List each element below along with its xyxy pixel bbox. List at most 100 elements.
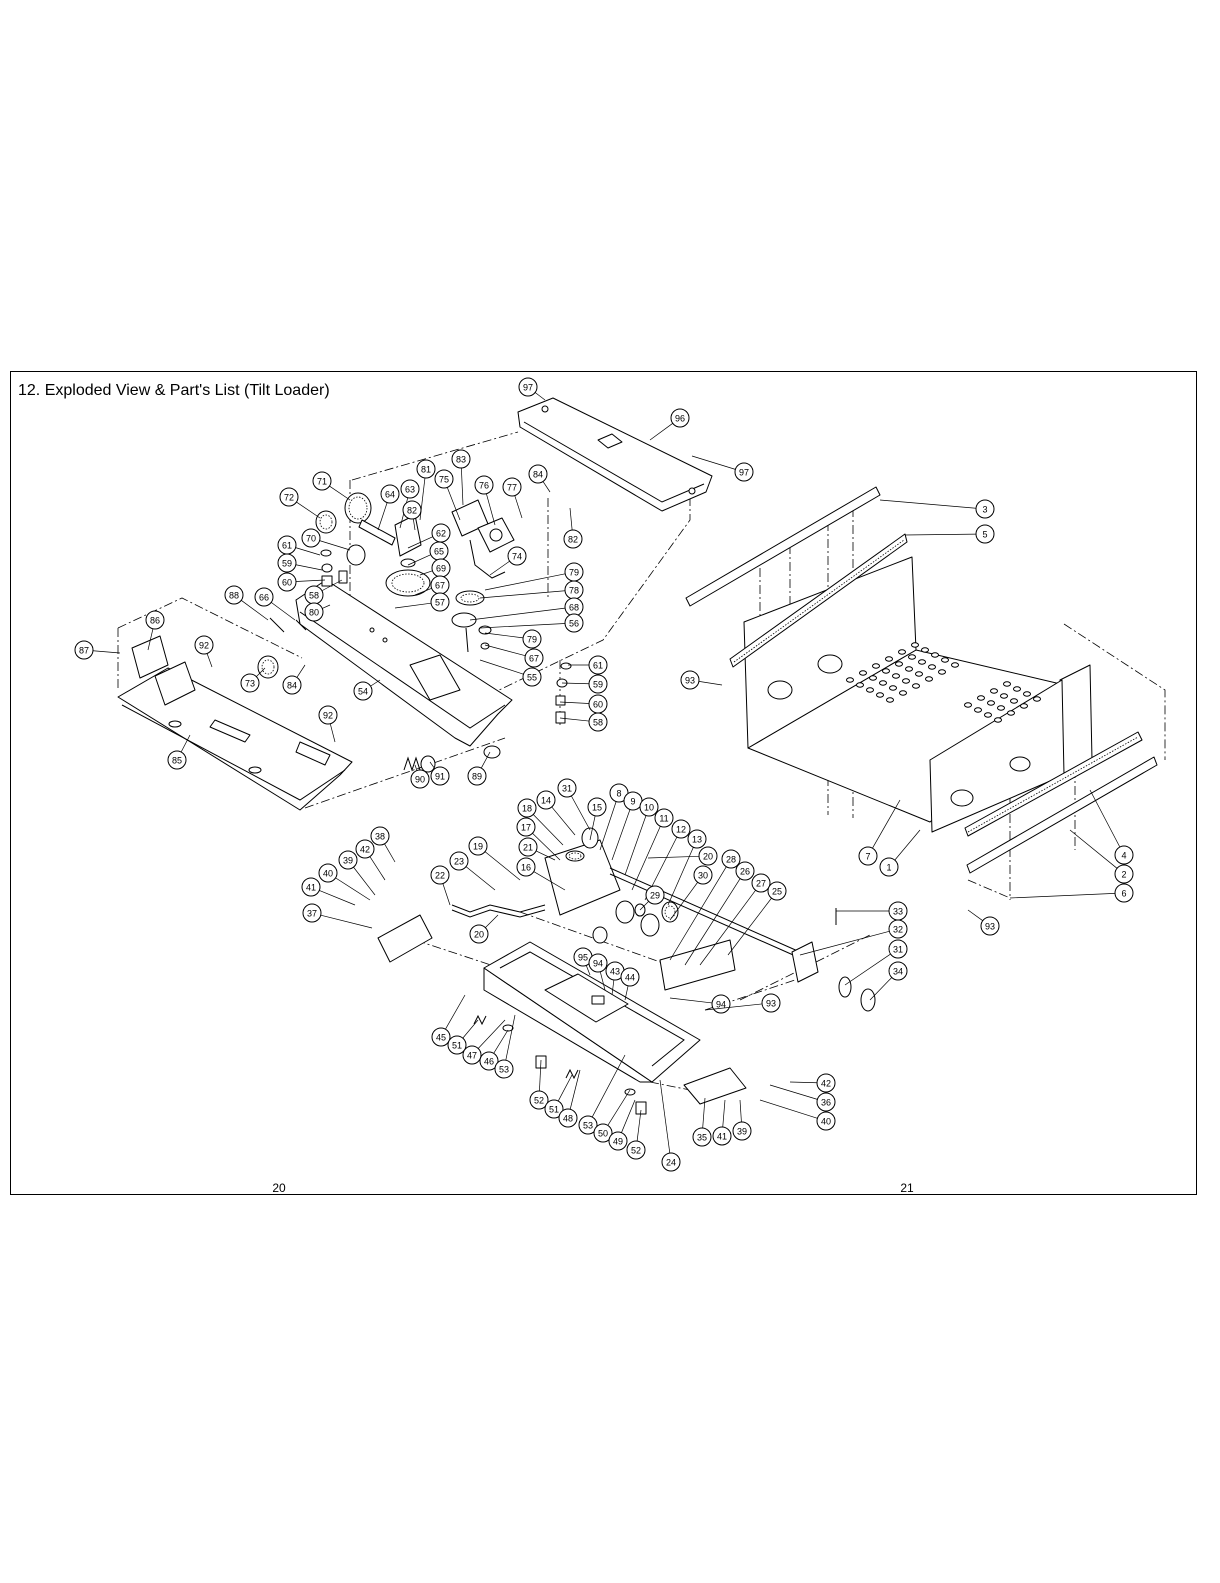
callout-18: 18 [517, 798, 564, 846]
vent-hole [1010, 698, 1018, 704]
crown-gear-teeth [391, 573, 425, 593]
callout-number: 40 [323, 869, 333, 879]
frame-hole [382, 637, 388, 643]
callout-circle [578, 1115, 598, 1135]
plate-hole [248, 766, 262, 774]
callout-37: 37 [302, 903, 373, 929]
callout-circle [693, 865, 713, 885]
callout-circle [816, 1111, 836, 1131]
callout-97: 97 [518, 377, 546, 401]
leader-line [295, 547, 321, 556]
guide-line [117, 597, 303, 659]
callout-number: 69 [436, 564, 446, 574]
plate-slot [209, 719, 251, 743]
callout-number: 33 [893, 907, 903, 917]
callout-number: 94 [716, 1000, 726, 1010]
callout-number: 36 [821, 1098, 831, 1108]
callout-number: 60 [593, 700, 603, 710]
callout-number: 50 [598, 1129, 608, 1139]
pin [295, 619, 307, 631]
callout-45: 45 [431, 994, 466, 1047]
callout-38: 38 [370, 826, 396, 863]
leader-line [92, 650, 121, 654]
callout-67: 67 [414, 575, 450, 596]
callout-19: 19 [468, 836, 521, 881]
callout-number: 58 [593, 718, 603, 728]
gear-housing [544, 839, 621, 916]
callout-circle [816, 1092, 836, 1112]
callout-circle [318, 863, 338, 883]
callout-number: 95 [578, 953, 588, 963]
callout-number: 75 [439, 475, 449, 485]
callout-number: 60 [282, 578, 292, 588]
washer [624, 1088, 636, 1096]
leader-line [607, 1089, 631, 1126]
vent-hole [964, 702, 972, 708]
leader-line [569, 1069, 581, 1110]
callout-39: 39 [338, 850, 376, 896]
leader-line [879, 499, 977, 509]
callout-number: 76 [479, 481, 489, 491]
leader-line [1089, 789, 1121, 848]
callout-number: 45 [436, 1033, 446, 1043]
callout-number: 59 [593, 680, 603, 690]
screw [269, 617, 285, 633]
callout-92: 92 [318, 705, 338, 743]
callout-circle [639, 797, 659, 817]
callout-circle [318, 705, 338, 725]
leader-line [669, 997, 713, 1004]
callout-number: 55 [527, 673, 537, 683]
leader-line [486, 493, 496, 526]
leader-line [462, 1019, 479, 1039]
callout-circle [698, 846, 718, 866]
callout-55: 55 [479, 659, 542, 687]
wall-opening [1009, 756, 1031, 772]
spring [565, 1068, 579, 1080]
gear-teeth [348, 496, 368, 520]
callout-circle [888, 919, 908, 939]
vent-hole [990, 688, 998, 694]
callout-number: 14 [541, 796, 551, 806]
leader-line [384, 843, 396, 863]
leader-line [329, 723, 336, 743]
frame-edge [299, 611, 506, 729]
callout-25: 25 [727, 881, 787, 956]
bottom-plate-edge [121, 704, 346, 801]
vent-hole [931, 652, 939, 658]
callout-number: 51 [452, 1041, 462, 1051]
screw-post [635, 1101, 647, 1115]
callout-number: 2 [1121, 870, 1126, 880]
callout-circle [888, 961, 908, 981]
callout-40: 40 [759, 1099, 836, 1131]
callout-circle [145, 610, 165, 630]
leader-line [445, 994, 466, 1030]
leader-line [667, 847, 694, 906]
callout-93: 93 [704, 993, 781, 1013]
leader-line [869, 977, 893, 1001]
leader-line [319, 540, 351, 551]
callout-87: 87 [74, 640, 121, 660]
callout-circle [661, 1152, 681, 1172]
callout-circle [975, 524, 995, 544]
leader-line [624, 815, 647, 876]
callout-circle [516, 857, 536, 877]
tray-base [377, 914, 747, 1115]
callout-circle [529, 1090, 549, 1110]
callout-92: 92 [194, 635, 214, 668]
leader-line [533, 814, 564, 846]
tilt-frame [295, 579, 513, 747]
callout-24: 24 [659, 1079, 681, 1172]
callout-number: 93 [685, 676, 695, 686]
callout-number: 4 [1121, 851, 1126, 861]
spring [321, 575, 333, 587]
callout-number: 11 [659, 814, 668, 824]
vent-hole [889, 685, 897, 691]
vent-hole [908, 654, 916, 660]
callout-84: 84 [528, 464, 551, 493]
motor-pulley [489, 528, 503, 542]
leader-line [493, 1029, 509, 1054]
callout-number: 52 [534, 1096, 544, 1106]
callout-32: 32 [799, 919, 908, 956]
callout-67: 67 [484, 644, 544, 668]
callout-number: 46 [484, 1057, 494, 1067]
